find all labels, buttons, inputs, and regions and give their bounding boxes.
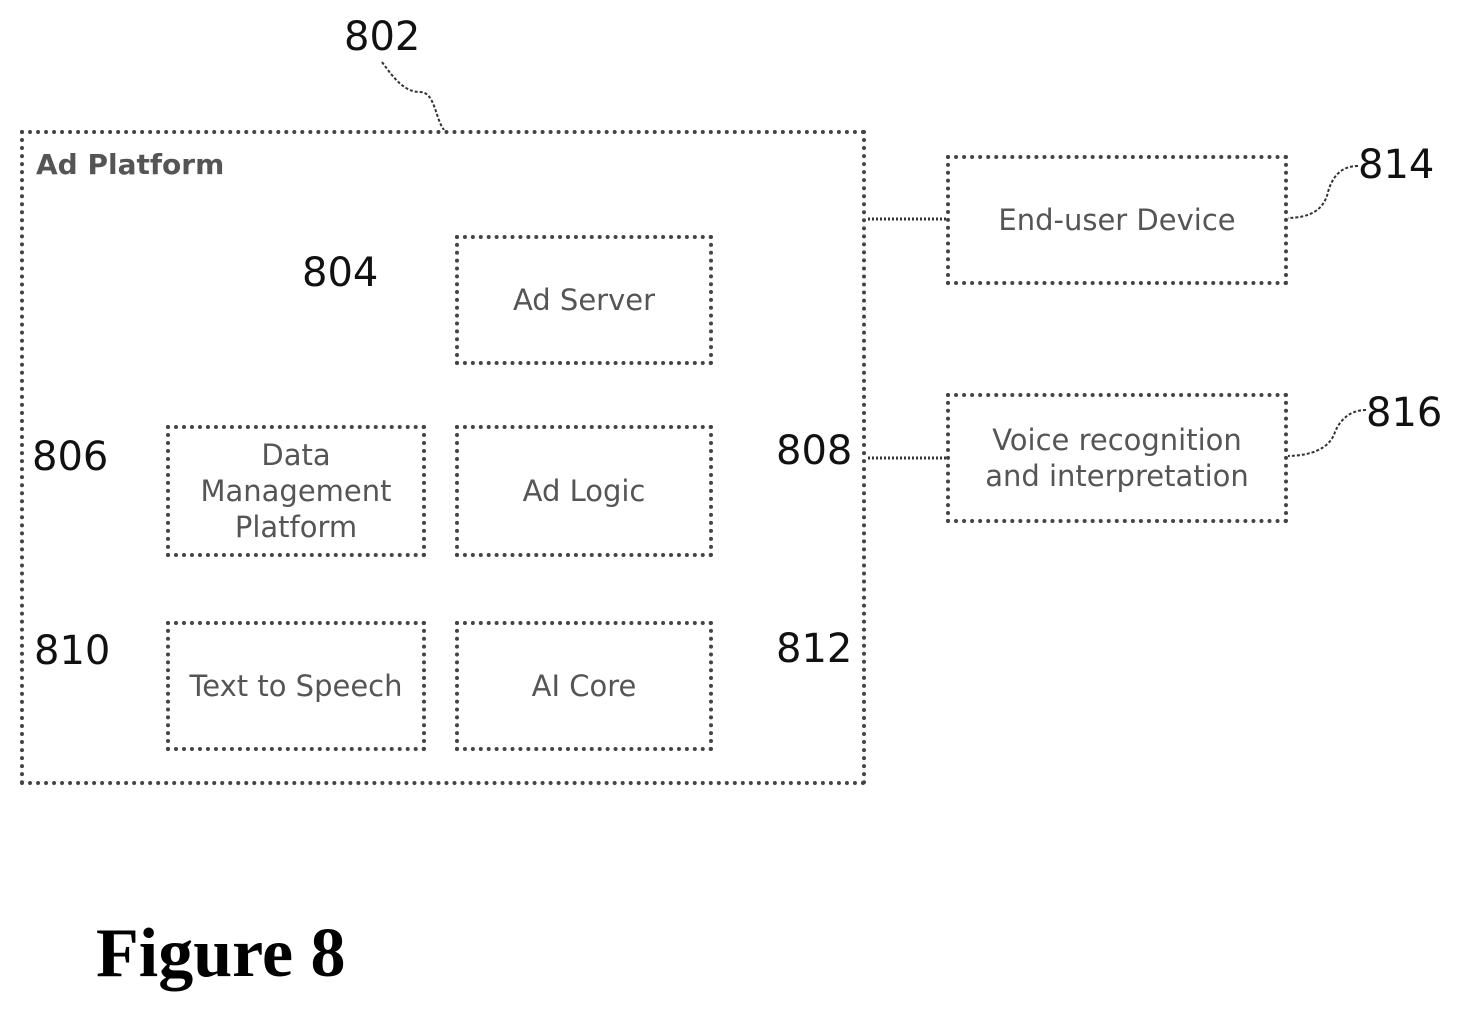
- end-user-device-block: End-user Device: [946, 155, 1288, 285]
- voice-recognition-block: Voice recognition and interpretation: [946, 393, 1288, 523]
- ad-server-block: Ad Server: [455, 235, 713, 365]
- ad-platform-container: [20, 130, 866, 785]
- figure-caption: Figure 8: [96, 914, 346, 994]
- leader-802: [382, 62, 444, 130]
- end-user-device-label: End-user Device: [998, 202, 1235, 238]
- ref-802: 802: [344, 14, 420, 60]
- voice-recognition-label: Voice recognition and interpretation: [985, 422, 1249, 495]
- text-to-speech-label: Text to Speech: [189, 668, 402, 704]
- ad-server-label: Ad Server: [513, 282, 655, 318]
- data-management-label: Data Management Platform: [200, 437, 391, 546]
- leader-816: [1286, 410, 1366, 456]
- leader-814: [1286, 166, 1358, 218]
- ai-core-label: AI Core: [532, 668, 637, 704]
- ad-platform-title: Ad Platform: [36, 148, 224, 181]
- ref-810: 810: [34, 628, 110, 674]
- ref-808: 808: [776, 428, 852, 474]
- text-to-speech-block: Text to Speech: [166, 621, 426, 751]
- ai-core-block: AI Core: [455, 621, 713, 751]
- ref-806: 806: [32, 434, 108, 480]
- ref-812: 812: [776, 626, 852, 672]
- data-management-block: Data Management Platform: [166, 425, 426, 557]
- ref-804: 804: [302, 250, 378, 296]
- ref-816: 816: [1366, 390, 1442, 436]
- ad-logic-block: Ad Logic: [455, 425, 713, 557]
- ref-814: 814: [1358, 142, 1434, 188]
- ad-logic-label: Ad Logic: [523, 473, 646, 509]
